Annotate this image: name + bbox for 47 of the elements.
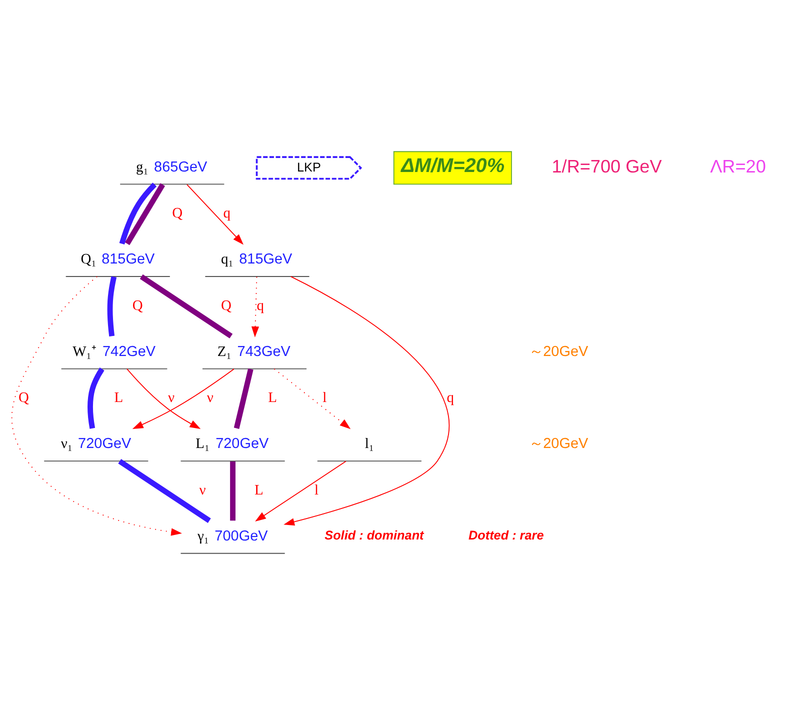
node-text: W₁⁺ 742GeV (72, 343, 156, 360)
arrow (274, 368, 351, 429)
node-text: q₁ 815GeV (221, 251, 292, 268)
arrow (126, 368, 201, 428)
node-text: g₁ 865GeV (136, 158, 208, 175)
node-box: ΔM/M=20% (393, 150, 512, 184)
edge-label: Q (221, 297, 232, 314)
connector (119, 182, 157, 244)
arrow (284, 276, 450, 526)
node-text: l₁ (364, 436, 374, 452)
connector (230, 460, 236, 520)
node-text: ν₁ 720GeV (60, 436, 132, 452)
connector (118, 458, 211, 522)
connector (234, 368, 254, 428)
node-text: L₁ 720GeV (196, 436, 269, 452)
edge-label: L (114, 390, 124, 406)
connector (140, 274, 233, 338)
arrow (11, 276, 182, 536)
arrow (251, 276, 260, 337)
edge-label: L (268, 390, 277, 406)
edge-label: Q (18, 390, 29, 406)
node-text: Z₁ 743GeV (217, 343, 290, 360)
label: 1/R=700 GeV (552, 156, 662, 176)
edge-label: ν (168, 390, 175, 406)
label: ΛR=20 (710, 156, 766, 176)
edge-label: ν (206, 390, 214, 406)
label: ～20GeV (529, 436, 588, 452)
label: ～20GeV (529, 343, 588, 360)
label: Solid : dominant (324, 528, 424, 542)
edge-label: q (446, 390, 454, 406)
edge-label: l (322, 390, 327, 406)
label: Dotted : rare (468, 528, 544, 542)
edge-label: ν (199, 482, 206, 498)
edge-label: Q (132, 297, 143, 314)
edge-label: l (314, 482, 319, 498)
connector (88, 367, 104, 428)
arrow (186, 184, 244, 244)
edge-label: Q (172, 204, 183, 221)
node-text: Q₁ 815GeV (80, 251, 155, 268)
connector (124, 182, 166, 245)
connector (107, 276, 117, 336)
edge-label: q (256, 297, 264, 314)
edge-label: q (223, 204, 231, 221)
edge-label: L (254, 482, 264, 498)
node-text: γ₁ 700GeV (198, 528, 268, 544)
arrow (255, 460, 346, 521)
arrow (132, 368, 234, 429)
